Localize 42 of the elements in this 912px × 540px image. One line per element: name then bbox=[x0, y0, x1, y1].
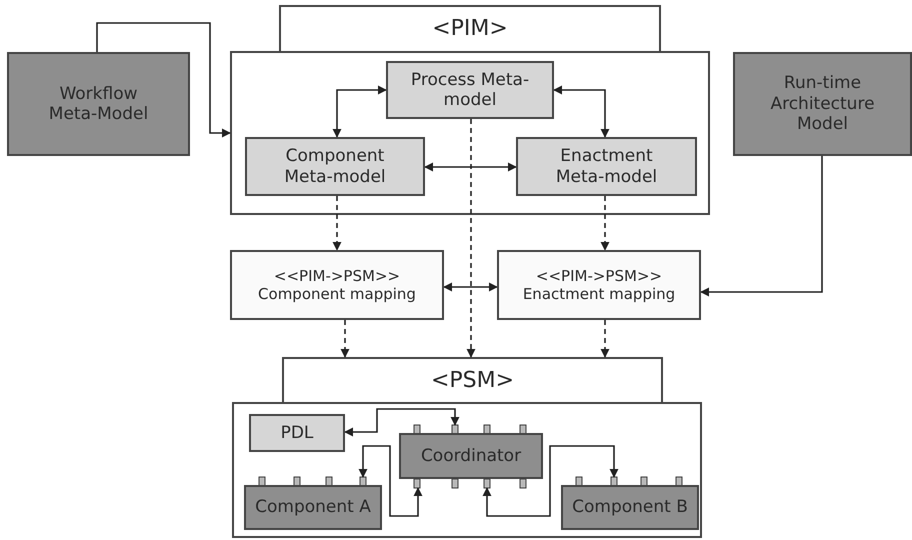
arrow bbox=[340, 320, 350, 358]
meta-model-box bbox=[249, 414, 345, 452]
arrow bbox=[344, 408, 460, 436]
box-label: Workflow Meta-Model bbox=[48, 84, 150, 124]
arrow bbox=[358, 445, 422, 517]
model-box bbox=[244, 485, 382, 530]
arrow bbox=[424, 162, 517, 172]
package-frame bbox=[230, 5, 710, 215]
box-label: Enactment mapping bbox=[522, 285, 676, 303]
package-title: <PIM> bbox=[431, 15, 509, 43]
arrow bbox=[466, 119, 476, 358]
model-box bbox=[7, 52, 190, 156]
box-label: Component Meta-model bbox=[283, 146, 387, 187]
mapping-box bbox=[230, 250, 444, 320]
box-label: Component B bbox=[572, 497, 688, 518]
box-label: Component mapping bbox=[258, 285, 416, 303]
arrow bbox=[332, 196, 342, 251]
box-label: <<PIM->PSM>> bbox=[536, 267, 662, 285]
arrow bbox=[482, 445, 618, 517]
model-box bbox=[399, 433, 543, 479]
package-frame bbox=[232, 357, 702, 538]
box-label: Process Meta-model bbox=[410, 70, 530, 110]
box-label: <<PIM->PSM>> bbox=[274, 267, 400, 285]
box-label: Enactment Meta-model bbox=[554, 146, 658, 187]
meta-model-box bbox=[245, 137, 425, 196]
arrow bbox=[332, 86, 387, 138]
arrow bbox=[553, 86, 610, 138]
arrow bbox=[443, 282, 498, 292]
package-title: <PSM> bbox=[430, 366, 516, 394]
box-label: Run-time Architecture Model bbox=[769, 73, 876, 135]
model-box bbox=[733, 52, 912, 156]
meta-model-box bbox=[516, 137, 697, 196]
mapping-box bbox=[497, 250, 701, 320]
model-box bbox=[561, 485, 699, 530]
arrow bbox=[96, 22, 231, 138]
meta-model-box bbox=[386, 61, 554, 119]
box-label: PDL bbox=[280, 422, 314, 444]
arrow bbox=[600, 196, 610, 251]
box-label: Component A bbox=[255, 497, 371, 518]
arrow bbox=[600, 320, 610, 358]
box-label: Coordinator bbox=[420, 446, 522, 466]
arrow bbox=[700, 156, 823, 296]
